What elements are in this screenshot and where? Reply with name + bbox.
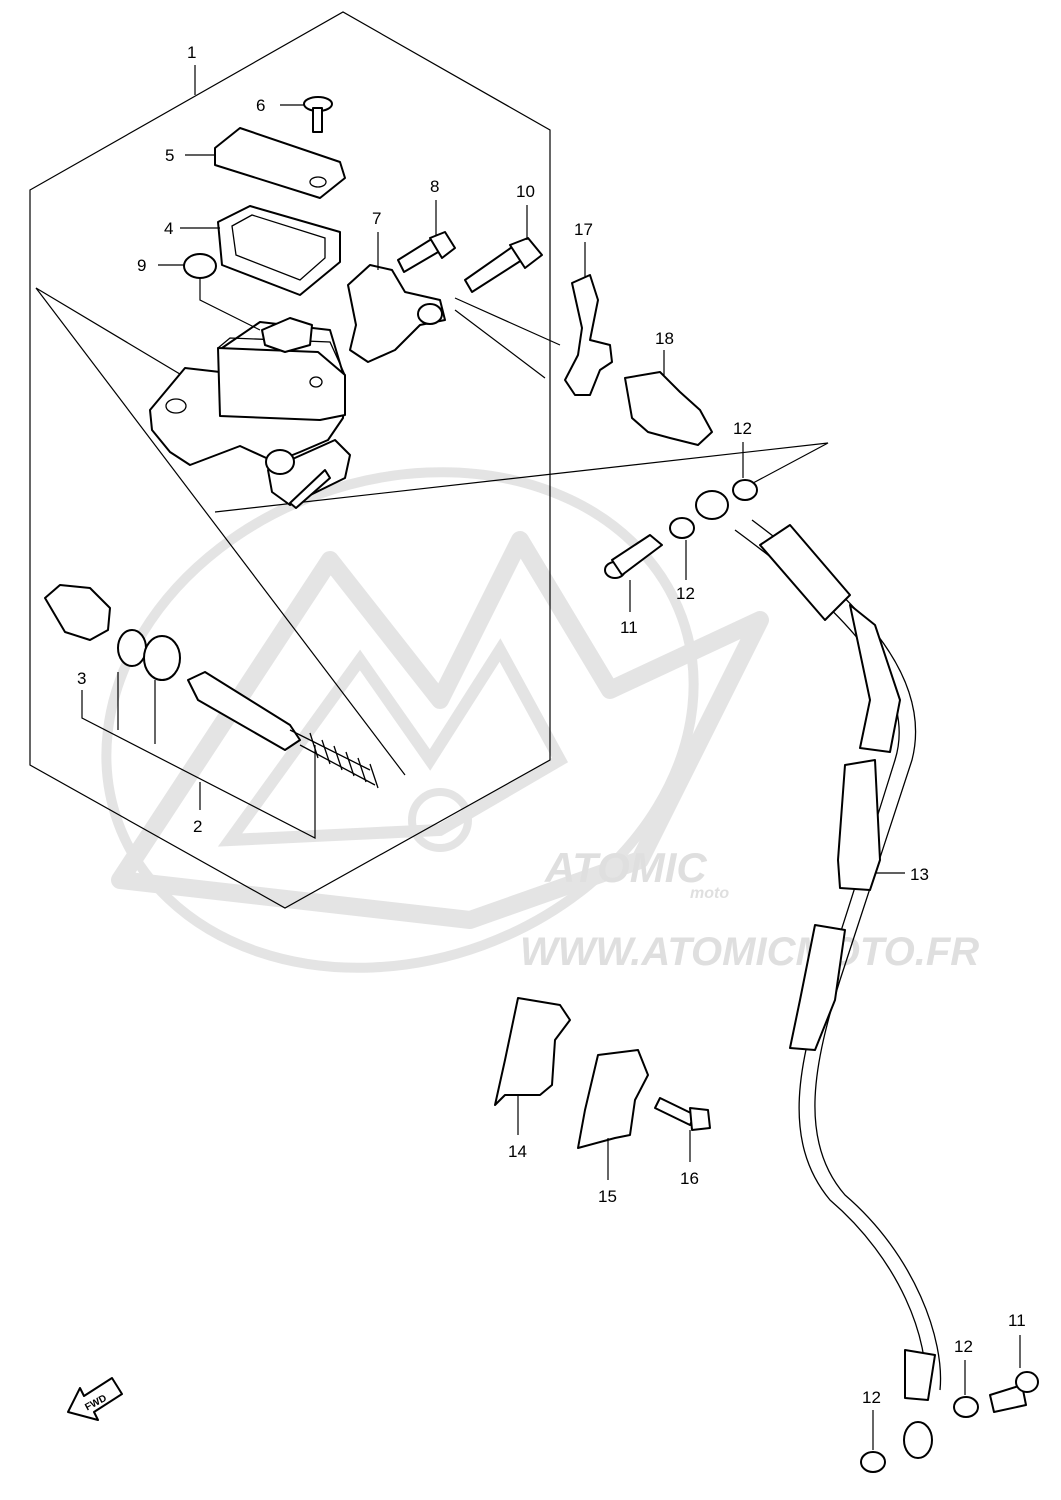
piston-washer xyxy=(143,635,181,681)
pivot-bolt xyxy=(464,237,543,293)
callout-15: 15 xyxy=(598,1187,617,1206)
assembly-outline xyxy=(29,11,551,909)
watermark-brand: ATOMIC xyxy=(544,844,707,891)
gasket-washer-1 xyxy=(732,479,758,501)
diaphragm-plate xyxy=(217,205,341,296)
callout-6: 6 xyxy=(256,96,265,115)
master-cylinder xyxy=(149,317,351,509)
callout-18: 18 xyxy=(655,329,674,348)
gasket-washer-2 xyxy=(669,517,695,539)
hose-clamp-a xyxy=(494,997,571,1106)
callout-4: 4 xyxy=(164,219,173,238)
reservoir-cap xyxy=(214,127,346,199)
callout-16: 16 xyxy=(680,1169,699,1188)
gasket-washer-3 xyxy=(953,1396,979,1418)
dust-boot xyxy=(44,584,111,641)
callout-11-bottom: 11 xyxy=(1008,1311,1026,1330)
callout-1: 1 xyxy=(187,43,196,62)
callout-12-d: 12 xyxy=(862,1388,881,1407)
callout-triangle-left xyxy=(35,287,406,776)
fwd-arrow-icon: FWD xyxy=(67,1377,123,1421)
callout-11-top: 11 xyxy=(620,618,638,637)
banjo-bolt-bottom xyxy=(989,1371,1039,1413)
clutch-switch xyxy=(624,371,713,446)
clamp-bolt-16 xyxy=(654,1097,711,1131)
clamp-bolt xyxy=(397,231,456,273)
gasket-washer-4 xyxy=(860,1451,886,1473)
banjo-bolt-top xyxy=(604,534,663,579)
callout-12-a: 12 xyxy=(733,419,752,438)
callout-9: 9 xyxy=(137,256,146,275)
callout-8: 8 xyxy=(430,177,439,196)
callout-13: 13 xyxy=(910,865,929,884)
piston-set xyxy=(187,671,379,789)
callout-triangle-right xyxy=(454,297,561,379)
diaphragm-plug xyxy=(183,253,217,279)
callout-3: 3 xyxy=(77,669,86,688)
leader-lines xyxy=(158,65,1021,1450)
cap-screw xyxy=(303,96,333,133)
watermark-logo: ATOMIC moto WWW.ATOMICMOTO.FR xyxy=(101,467,979,974)
callout-12-c: 12 xyxy=(954,1337,973,1356)
watermark-sub: moto xyxy=(690,885,729,902)
lever-holder xyxy=(564,274,613,396)
hose-clamp-b xyxy=(577,1049,649,1149)
callout-14: 14 xyxy=(508,1142,527,1161)
diaphragm-plate-inner xyxy=(231,214,326,281)
callout-10: 10 xyxy=(516,182,535,201)
callout-7: 7 xyxy=(372,209,381,228)
callout-17: 17 xyxy=(574,220,593,239)
callout-5: 5 xyxy=(165,146,174,165)
clutch-hose xyxy=(695,490,942,1459)
watermark-url: WWW.ATOMICMOTO.FR xyxy=(520,930,979,974)
callout-2: 2 xyxy=(193,817,202,836)
circlip xyxy=(117,629,147,667)
callout-12-b: 12 xyxy=(676,584,695,603)
